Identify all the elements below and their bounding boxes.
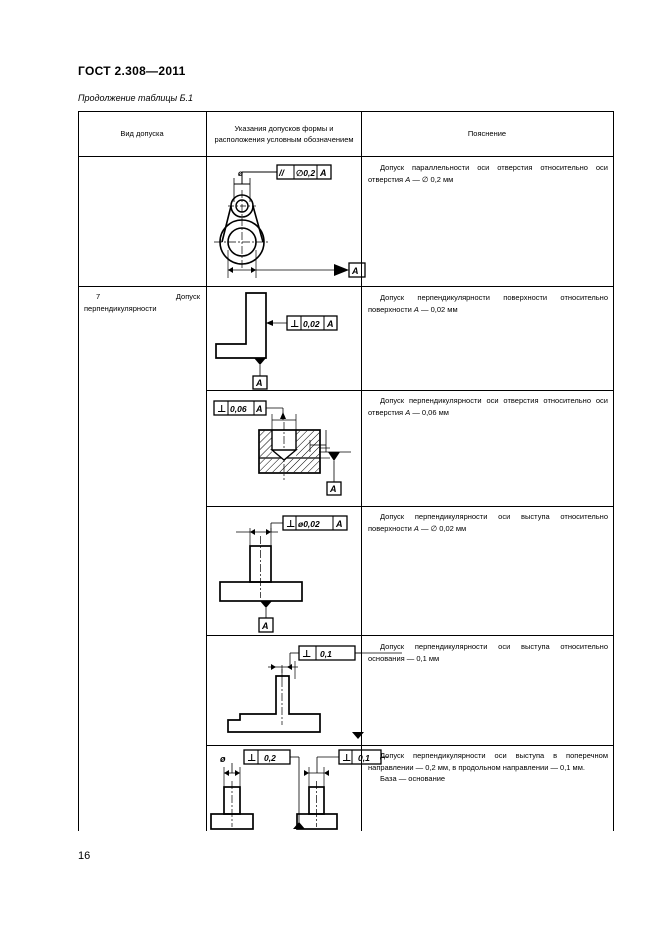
svg-text:ø: ø [238, 169, 243, 178]
column-divider-1 [206, 111, 207, 831]
explanation-row-1: Допуск перпендикулярности поверхности от… [368, 293, 608, 314]
drawing-perpendicularity-surface: ⊥ 0,02 A A [215, 292, 338, 390]
table-caption: Продолжение таблицы Б.1 [78, 93, 194, 103]
svg-text:⊥: ⊥ [286, 519, 295, 530]
svg-text://: // [278, 168, 286, 178]
svg-text:∅0,2: ∅0,2 [296, 168, 315, 178]
tolerance-kind-perpendicularity: 7 Допуск перпендикулярности [84, 292, 200, 313]
drawing-parallelism-holes: ø // ∅0,2 A A [214, 164, 366, 278]
svg-text:A: A [329, 484, 337, 494]
drawing-perpendicularity-hole-axis: ⊥ 0,06 A A [213, 400, 351, 496]
svg-text:A: A [335, 519, 343, 529]
svg-text:0,2: 0,2 [264, 753, 276, 763]
column-header-indication: Указания допусков формы и расположения у… [214, 123, 354, 144]
drawing-perpendicularity-boss-base: ⊥ 0,1 [227, 645, 402, 739]
row-separator [206, 745, 614, 746]
drawing-perpendicularity-boss-surface: ⊥ ø0,02 A A [219, 515, 348, 633]
row-separator [206, 390, 614, 391]
row-separator [78, 286, 614, 287]
svg-text:0,02: 0,02 [303, 319, 320, 329]
table-border-right [613, 111, 614, 831]
svg-text:ø0,02: ø0,02 [298, 519, 320, 529]
svg-text:A: A [319, 168, 327, 178]
column-header-kind: Вид допуска [120, 129, 164, 138]
table-border-top [78, 111, 614, 112]
row-separator [206, 635, 614, 636]
row-separator [206, 506, 614, 507]
explanation-row-5: Допуск перпендикулярности оси выступа в … [368, 751, 608, 783]
standard-title: ГОСТ 2.308—2011 [78, 64, 186, 78]
svg-text:⊥: ⊥ [217, 404, 226, 415]
svg-text:A: A [255, 404, 263, 414]
svg-text:ø: ø [220, 754, 226, 764]
column-divider-2 [361, 111, 362, 831]
svg-text:0,1: 0,1 [320, 649, 332, 659]
svg-text:A: A [255, 378, 263, 388]
svg-text:A: A [326, 319, 334, 329]
explanation-row-2: Допуск перпендикулярности оси отверстия … [368, 396, 608, 417]
table-border-left [78, 111, 79, 831]
svg-text:⊥: ⊥ [302, 649, 311, 660]
explanation-row-4: Допуск перпендикулярности оси выступа от… [368, 642, 608, 663]
svg-text:A: A [351, 266, 359, 276]
explanation-row-3: Допуск перпендикулярности оси выступа от… [368, 512, 608, 533]
header-separator [78, 156, 614, 157]
explanation-row-0: Допуск параллельности оси отверстия отно… [368, 163, 608, 184]
svg-text:⊥: ⊥ [247, 753, 256, 764]
page-number: 16 [78, 850, 91, 862]
svg-text:0,06: 0,06 [230, 404, 247, 414]
svg-text:0,1: 0,1 [358, 753, 370, 763]
svg-text:⊥: ⊥ [290, 319, 299, 330]
svg-text:A: A [261, 621, 269, 631]
tolerance-table: Вид допуска Указания допусков формы и ра… [78, 111, 614, 831]
column-header-explanation: Пояснение [467, 129, 507, 138]
drawing-perpendicularity-two-directions: ø ⊥ 0,2 ⊥ 0,1 [210, 749, 388, 830]
svg-text:⊥: ⊥ [342, 753, 351, 764]
